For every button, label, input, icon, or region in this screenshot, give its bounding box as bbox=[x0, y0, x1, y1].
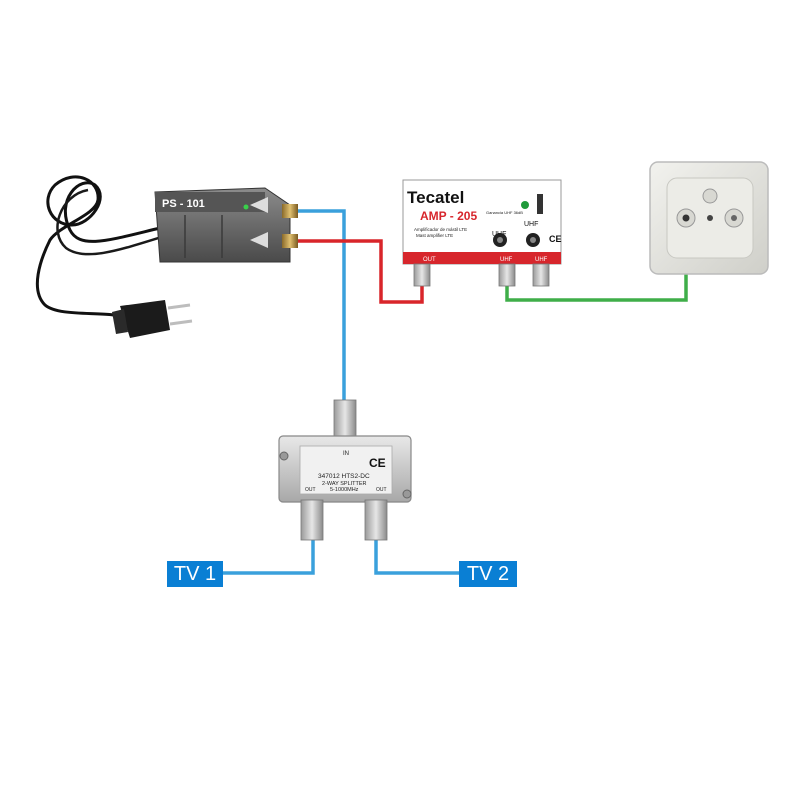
f-connector-icon bbox=[413, 263, 431, 287]
amplifier-port-out: OUT bbox=[423, 257, 436, 263]
tv2-label: TV 2 bbox=[459, 561, 517, 587]
gain-knob-icon bbox=[493, 233, 507, 247]
f-connector-icon bbox=[364, 499, 388, 541]
amplifier-desc-2: Mast amplifier LTE bbox=[416, 233, 453, 238]
amplifier-ce-mark: CE bbox=[549, 234, 562, 244]
amplifier-gain: Ganancia UHF 36dB bbox=[486, 210, 523, 215]
splitter-model: 347012 HTS2-DC bbox=[318, 473, 370, 480]
amplifier-led-icon bbox=[521, 201, 529, 209]
splitter-out-right: OUT bbox=[376, 487, 387, 493]
f-connector-icon bbox=[300, 499, 324, 541]
f-connector-icon bbox=[532, 263, 550, 287]
splitter-freq: 5-1000MHz bbox=[330, 487, 359, 493]
splitter-in-label: IN bbox=[343, 451, 349, 457]
wall-antenna-outlet bbox=[649, 161, 769, 275]
amplifier-brand: Tecatel bbox=[407, 188, 464, 207]
amplifier-knob-b-label: UHF bbox=[524, 221, 538, 228]
cable-blue-trunk bbox=[298, 209, 346, 404]
power-cord bbox=[35, 175, 166, 320]
amplifier-switch bbox=[537, 194, 543, 214]
splitter-type: 2-WAY SPLITTER bbox=[322, 481, 367, 487]
splitter-ce-mark: CE bbox=[369, 456, 386, 470]
cable-blue-tv2 bbox=[374, 540, 461, 575]
cable-blue-tv1 bbox=[221, 540, 315, 575]
tv1-label: TV 1 bbox=[167, 561, 223, 587]
amplifier-unit: Tecatel AMP - 205 Amplificador de mástil… bbox=[402, 179, 562, 287]
power-led-icon bbox=[243, 204, 249, 210]
power-supply-label: PS - 101 bbox=[162, 198, 205, 210]
f-connector-icon bbox=[498, 263, 516, 287]
amplifier-port-uhf-a: UHF bbox=[500, 257, 513, 263]
euro-plug-icon bbox=[112, 300, 193, 338]
splitter-out-left: OUT bbox=[305, 487, 316, 493]
cable-red-dc bbox=[298, 239, 424, 304]
gain-knob-icon bbox=[526, 233, 540, 247]
amplifier-port-uhf-b: UHF bbox=[535, 257, 548, 263]
splitter-unit: IN CE 347012 HTS2-DC 2-WAY SPLITTER 5-10… bbox=[278, 399, 412, 541]
amplifier-desc-1: Amplificador de mástil LTE bbox=[414, 227, 467, 232]
power-supply-unit: PS - 101 bbox=[154, 187, 298, 263]
amplifier-model: AMP - 205 bbox=[420, 209, 477, 223]
